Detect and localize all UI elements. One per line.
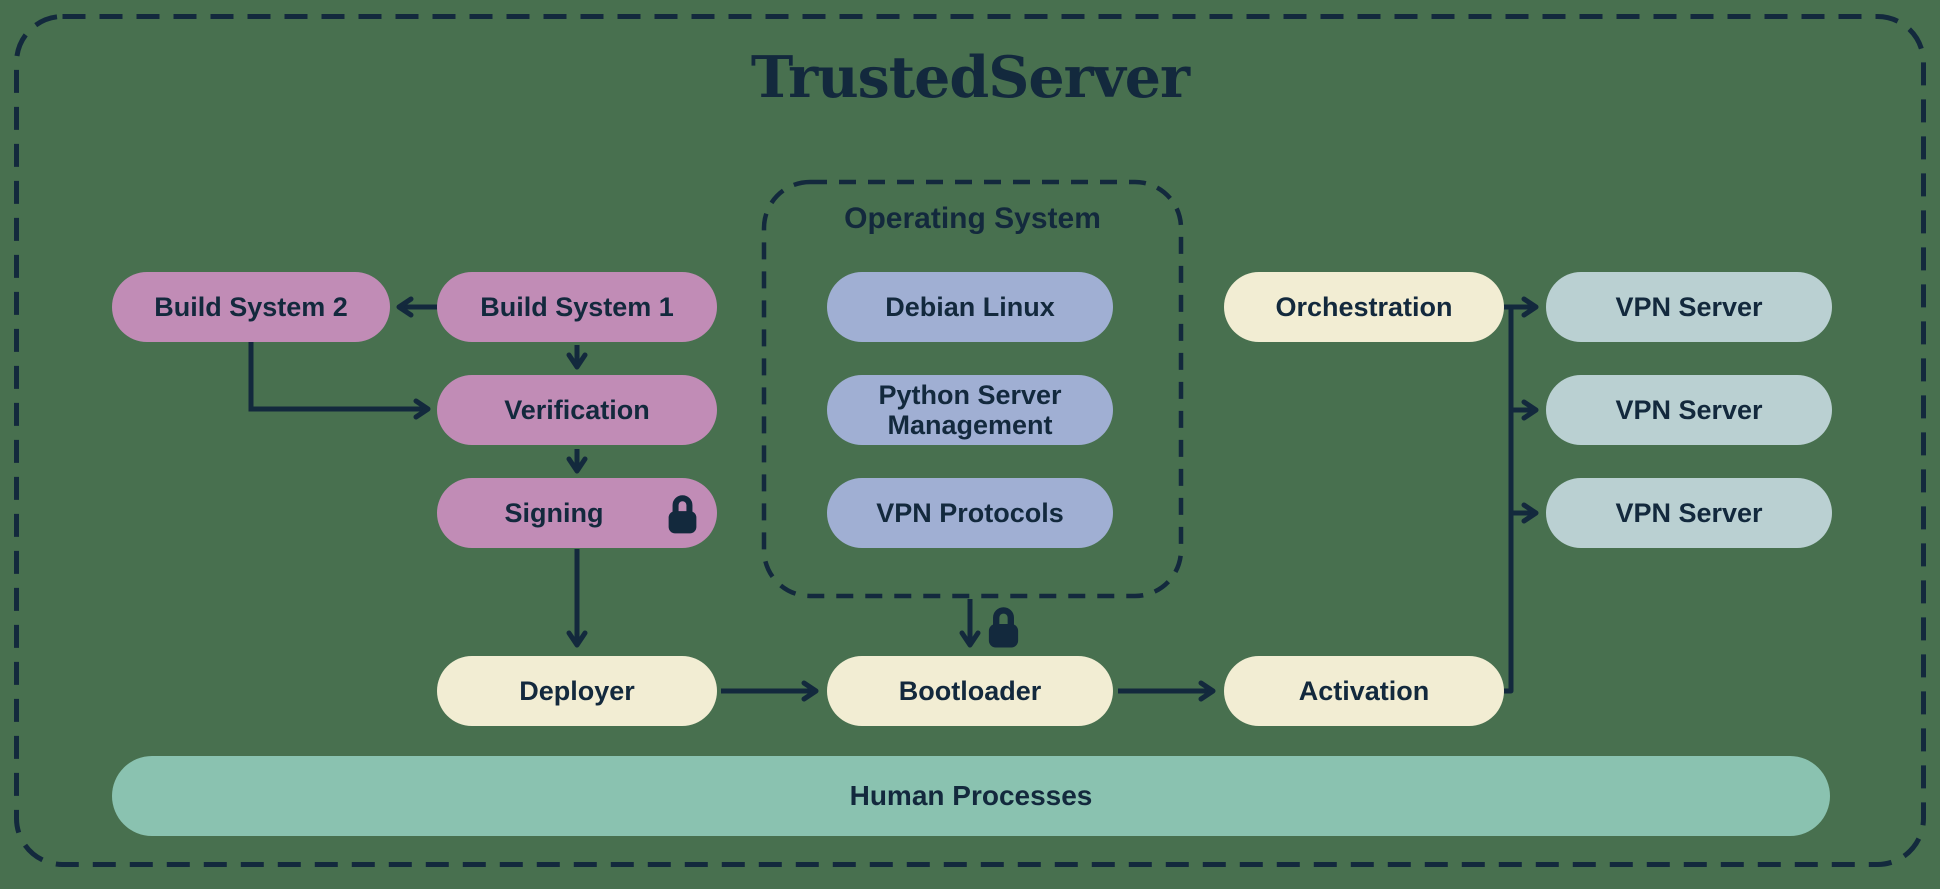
node-label: Deployer [519, 675, 635, 706]
node-label: Bootloader [898, 675, 1042, 706]
lock-icon [664, 491, 701, 536]
node-vpn-protocols: VPN Protocols [827, 478, 1113, 548]
node-python-server-management: Python Server Management [827, 375, 1113, 445]
node-bootloader: Bootloader [827, 656, 1113, 726]
lock-icon [984, 602, 1023, 650]
node-label: Build System 2 [154, 291, 348, 322]
node-label: VPN Protocols [876, 497, 1064, 528]
arrow-build2-to-verification [248, 342, 431, 420]
node-label: Debian Linux [885, 291, 1055, 322]
node-label: VPN Server [1615, 394, 1763, 425]
node-build-system-2: Build System 2 [112, 272, 390, 342]
node-vpn-server-2: VPN Server [1546, 375, 1832, 445]
line-activation-riser [1504, 307, 1514, 694]
node-label: Build System 1 [480, 291, 674, 322]
node-vpn-server-3: VPN Server [1546, 478, 1832, 548]
operating-system-group-label: Operating System [844, 202, 1101, 235]
node-label: VPN Server [1615, 291, 1763, 322]
node-orchestration: Orchestration [1224, 272, 1504, 342]
node-label: Python Server Management [878, 379, 1062, 440]
node-build-system-1: Build System 1 [437, 272, 717, 342]
node-label: Signing [504, 497, 604, 528]
node-activation: Activation [1224, 656, 1504, 726]
node-vpn-server-1: VPN Server [1546, 272, 1832, 342]
node-label: Activation [1298, 675, 1430, 706]
node-deployer: Deployer [437, 656, 717, 726]
human-processes-label: Human Processes [849, 780, 1093, 811]
node-label: Orchestration [1275, 291, 1453, 322]
node-signing: Signing [437, 478, 717, 548]
node-label: VPN Server [1615, 497, 1763, 528]
node-verification: Verification [437, 375, 717, 445]
node-label: Verification [504, 394, 650, 425]
page-title: TrustedServer [750, 44, 1190, 111]
human-processes-bar: Human Processes [112, 756, 1830, 836]
node-debian-linux: Debian Linux [827, 272, 1113, 342]
